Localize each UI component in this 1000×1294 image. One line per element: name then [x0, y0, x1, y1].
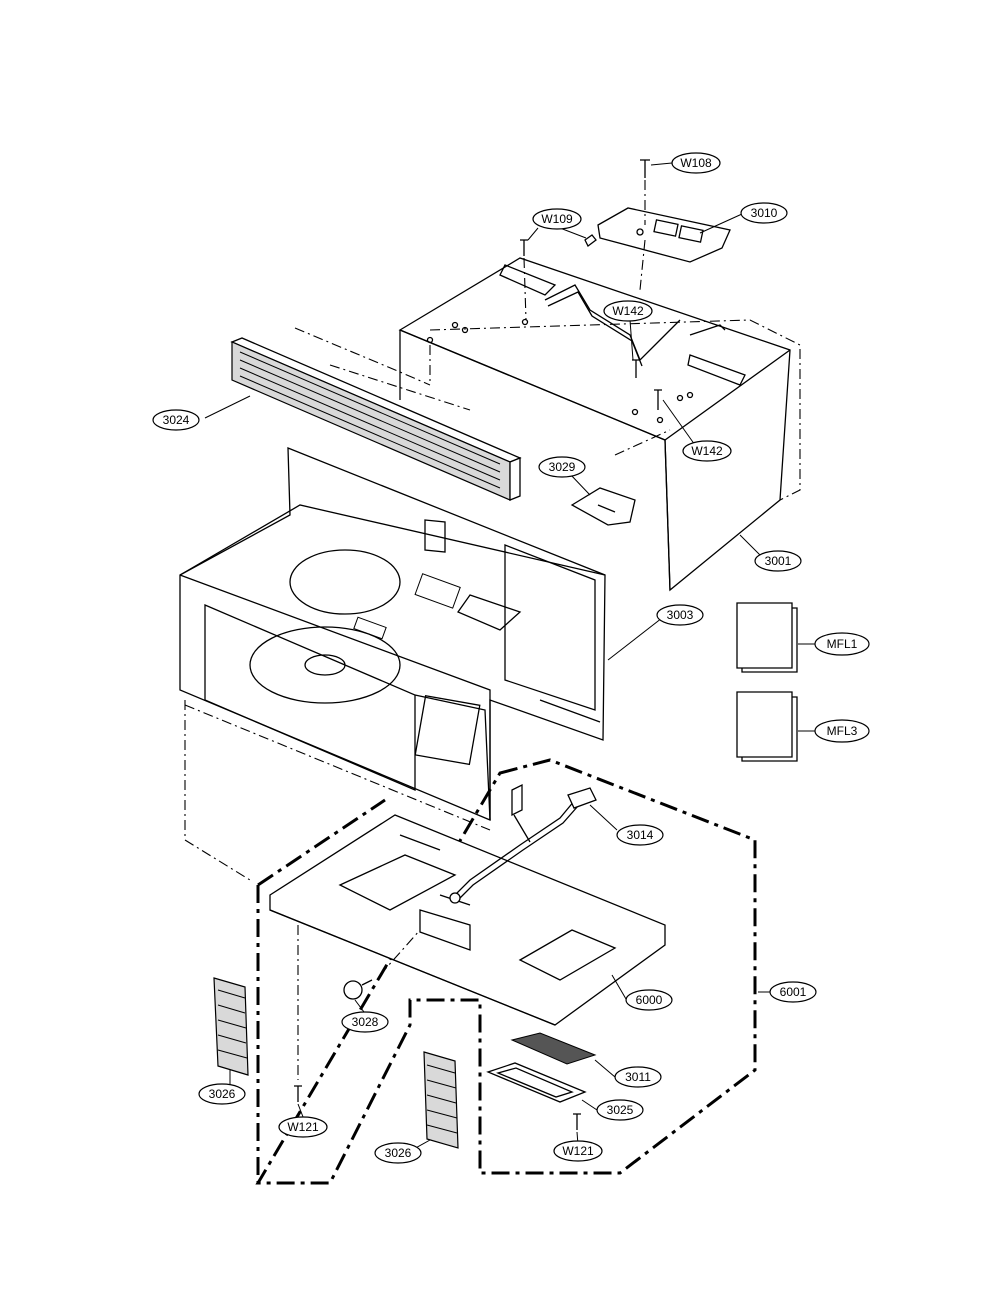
label-3025: 3025 [607, 1103, 634, 1117]
callout-3024: 3024 [152, 409, 200, 431]
control-panel-3024 [230, 327, 522, 501]
callout-3014: 3014 [616, 824, 664, 846]
callout-3026-right: 3026 [374, 1142, 422, 1164]
callout-3026-left: 3026 [198, 1083, 246, 1105]
label-mfl3: MFL3 [827, 724, 858, 738]
manual-mfl1 [736, 602, 798, 673]
callout-w121-right: W121 [553, 1140, 603, 1162]
label-w142-top: W142 [612, 304, 644, 318]
callout-mfl1: MFL1 [814, 632, 870, 656]
base-plate-6000 [269, 814, 666, 1026]
callout-w142-bottom: W142 [682, 440, 732, 462]
callout-3025: 3025 [596, 1099, 644, 1121]
screw-w121-right [573, 1113, 581, 1130]
bracket-3010 [597, 180, 731, 291]
screw-w142 [632, 359, 662, 410]
label-3011: 3011 [625, 1070, 651, 1084]
label-mfl1: MFL1 [827, 637, 858, 651]
label-w142-bottom: W142 [691, 444, 723, 458]
outer-case-3001 [398, 257, 801, 592]
label-3003: 3003 [667, 608, 694, 622]
label-w108: W108 [680, 156, 712, 170]
callout-w108: W108 [671, 152, 721, 174]
label-3029: 3029 [549, 460, 576, 474]
screw-w109 [520, 234, 597, 321]
callout-mfl3: MFL3 [814, 719, 870, 743]
callout-3003: 3003 [656, 604, 704, 626]
label-3026-right: 3026 [385, 1146, 412, 1160]
callout-w142-top: W142 [603, 300, 653, 322]
label-w121-left: W121 [287, 1120, 319, 1134]
callout-w109: W109 [532, 208, 582, 230]
label-3028: 3028 [352, 1015, 379, 1029]
label-3026-left: 3026 [209, 1087, 236, 1101]
callout-6001: 6001 [769, 981, 817, 1003]
screw-w108 [640, 159, 650, 178]
manual-mfl3 [736, 691, 798, 762]
filter-3026-right [423, 1051, 459, 1149]
harness-3014 [449, 783, 597, 904]
callout-3010: 3010 [740, 202, 788, 224]
callout-3011: 3011 [614, 1066, 662, 1088]
label-w121-right: W121 [562, 1144, 594, 1158]
label-3010: 3010 [751, 206, 778, 220]
callout-6000: 6000 [625, 989, 673, 1011]
lamp-3028 [343, 929, 421, 1000]
callout-3029: 3029 [538, 456, 586, 478]
inner-cavity-3003 [179, 447, 606, 881]
label-w109: W109 [541, 212, 573, 226]
screw-w121-left [294, 925, 302, 1102]
label-3024: 3024 [163, 413, 190, 427]
cover-3011 [510, 1032, 597, 1065]
label-3014: 3014 [627, 828, 654, 842]
callout-3001: 3001 [754, 550, 802, 572]
label-6001: 6001 [780, 985, 807, 999]
callout-w121-left: W121 [278, 1116, 328, 1138]
filter-3026-left [213, 977, 249, 1076]
callout-3028: 3028 [341, 1011, 389, 1033]
lamp-cover-3025 [486, 1062, 587, 1103]
label-3001: 3001 [765, 554, 792, 568]
vent-3029 [570, 487, 636, 526]
leader-lines [204, 162, 815, 1151]
label-6000: 6000 [636, 993, 663, 1007]
assembly-6001-boundary [255, 758, 757, 1185]
